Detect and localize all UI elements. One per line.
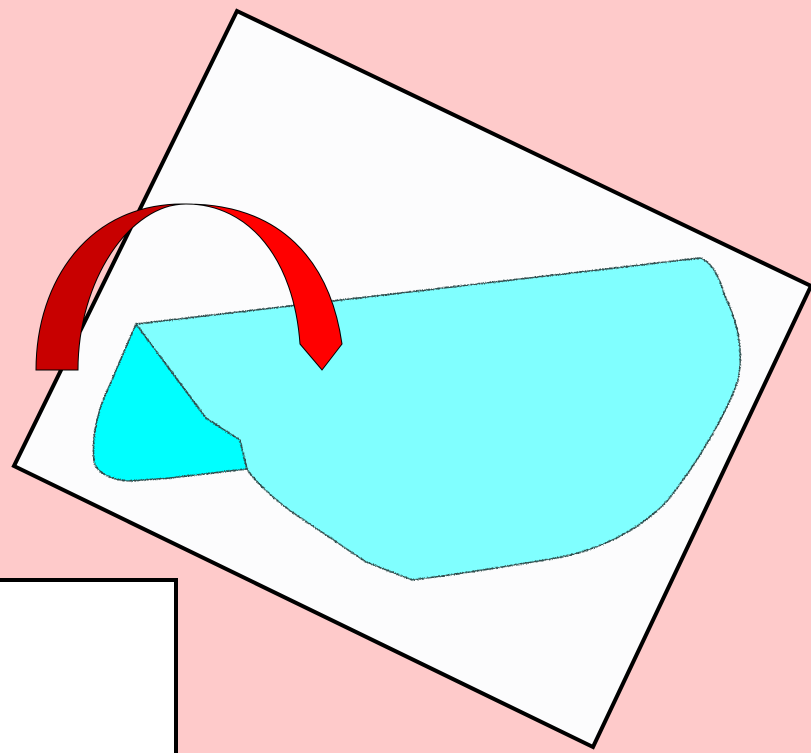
inset-box — [0, 580, 176, 753]
